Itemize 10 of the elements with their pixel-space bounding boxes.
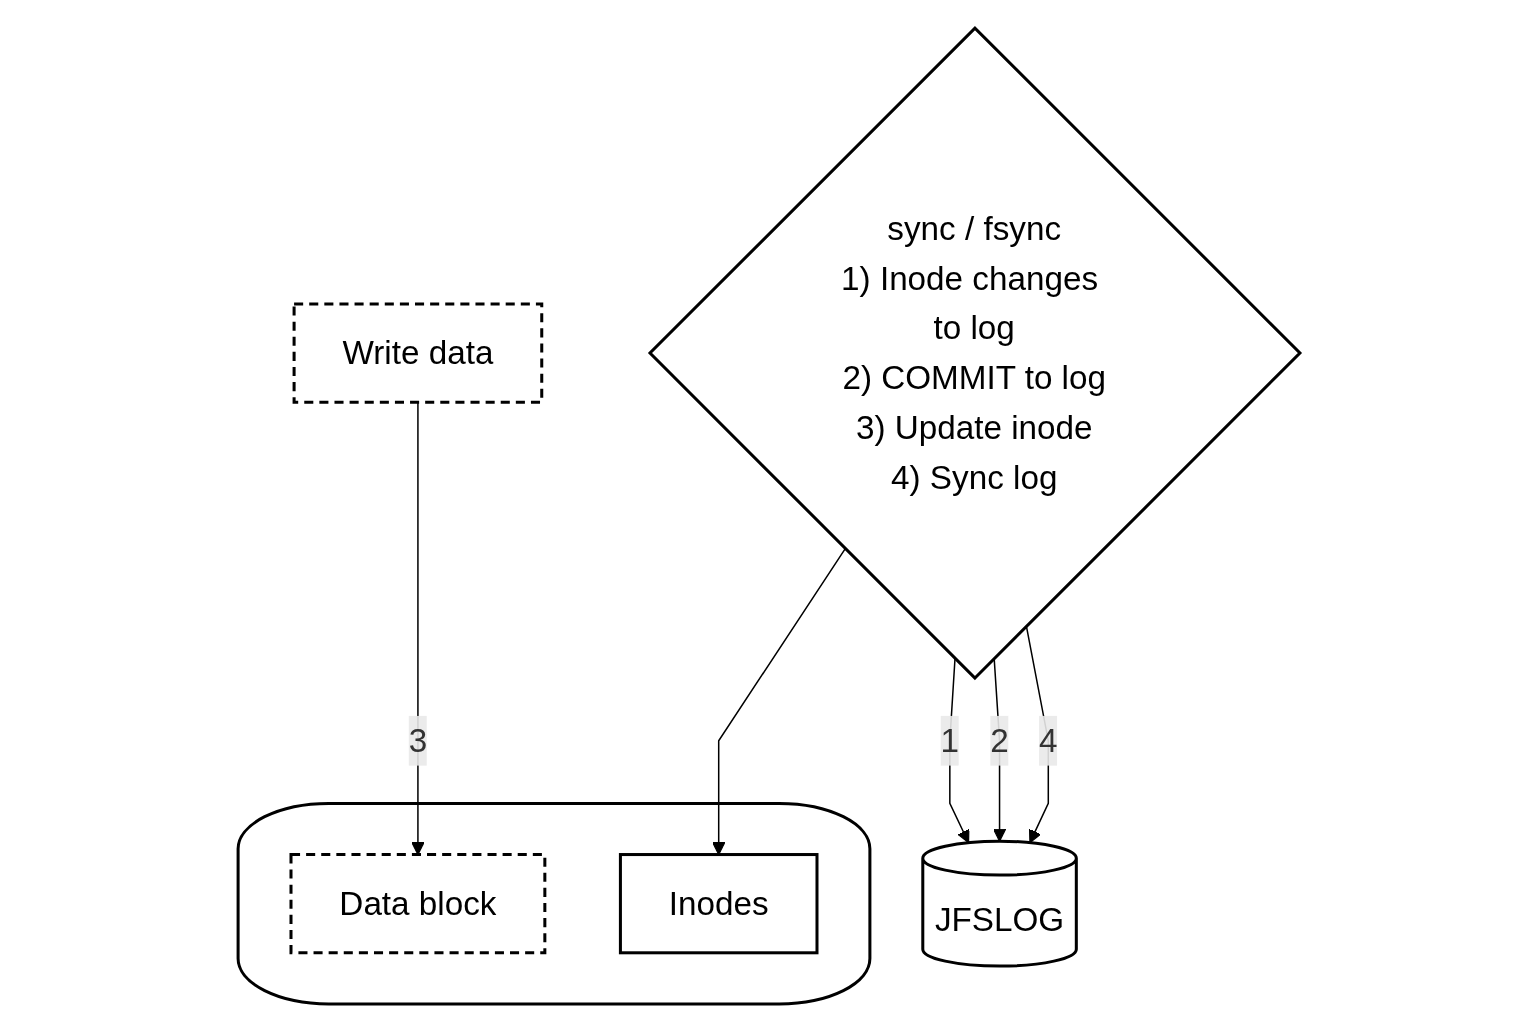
node-diamond: sync / fsync 1) Inode changes to log 2) COMMIT to log 3) Update inode 4) Sync log: [648, 25, 1303, 680]
edge-label: 3: [409, 721, 428, 760]
arrow: [712, 547, 847, 855]
node-box: Write data: [293, 301, 544, 404]
cluster: [237, 801, 872, 1005]
node-box: Inodes: [619, 852, 819, 954]
edge-label: 4: [1039, 721, 1059, 760]
edge-label: 1: [941, 721, 960, 760]
node-box: Data block: [289, 852, 547, 954]
edge-label: 2: [990, 721, 1010, 760]
